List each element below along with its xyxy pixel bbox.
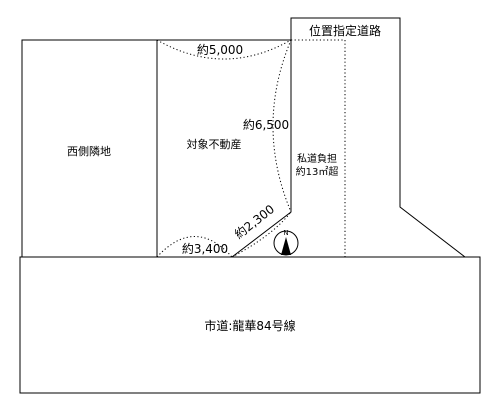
- parcel-boundaries: [19, 17, 481, 394]
- city-road-block: [19, 256, 481, 394]
- top-edge-dimension: 約5,000: [197, 42, 243, 57]
- designated-road-label: 位置指定道路: [309, 23, 381, 38]
- private-road-label-line1: 私道負担: [297, 152, 337, 165]
- bottom-edge-dimension: 約3,400: [182, 241, 228, 256]
- right-edge-arc: [272, 39, 292, 213]
- dimension-arcs: [156, 39, 292, 258]
- right-edge-dimension: 約6,500: [243, 117, 289, 132]
- diagonal-edge-dimension: 約2,300: [231, 201, 277, 241]
- designated-road-boundary: [290, 17, 466, 258]
- subject-property-label: 対象不動産: [187, 137, 242, 151]
- diagonal-edge-arc: [231, 211, 292, 258]
- top-edge-arc: [156, 39, 292, 60]
- bottom-edge-arc: [156, 236, 233, 258]
- subject-property-outline: [156, 39, 292, 258]
- north-arrow-icon: N: [273, 229, 299, 256]
- private-road-label-line2: 約13㎡超: [296, 165, 339, 178]
- north-letter: N: [283, 229, 288, 237]
- private-road-dotted-outline: [291, 39, 346, 257]
- city-road-label: 市道:龍華84号線: [204, 318, 295, 333]
- west-neighbor-label: 西側隣地: [67, 144, 111, 158]
